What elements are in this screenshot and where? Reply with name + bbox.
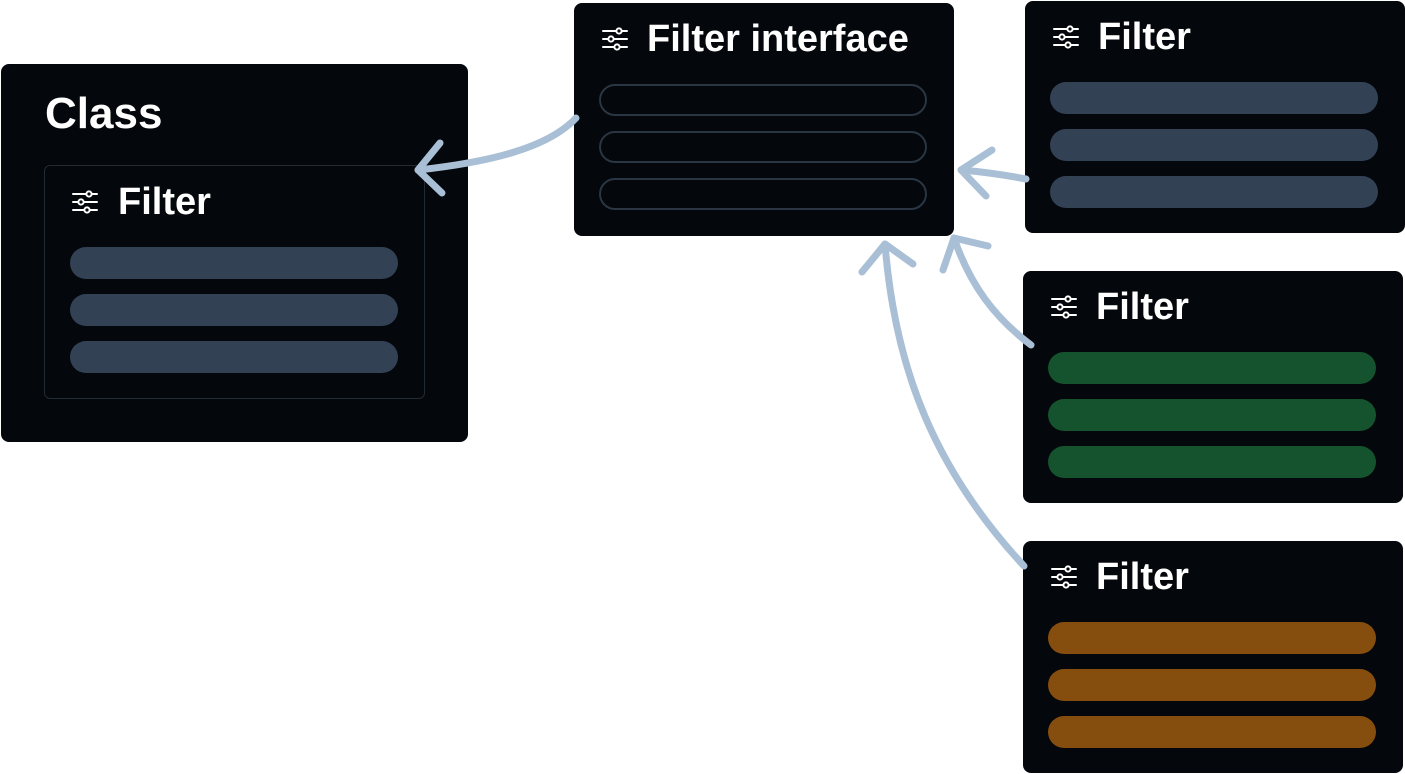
filter-title: Filter <box>1096 556 1189 598</box>
class-filter-bar <box>70 341 398 373</box>
filter-title: Filter <box>1096 286 1189 328</box>
class-filter-box: Filter <box>44 165 425 399</box>
interface-outline-bar <box>599 84 927 116</box>
filter-bar <box>1050 82 1378 114</box>
arrow-green-to-interface <box>939 234 1035 349</box>
filter-interface-box: Filter interface <box>574 3 954 236</box>
filter-box-slate: Filter <box>1025 1 1405 233</box>
class-filter-bar <box>70 294 398 326</box>
class-title: Class <box>45 89 163 138</box>
filter-bar <box>1048 399 1376 431</box>
sliders-icon <box>1051 565 1077 589</box>
arrow-interface-to-class <box>414 114 580 197</box>
filter-bar <box>1048 669 1376 701</box>
filter-bar <box>1048 446 1376 478</box>
arrow-slate-to-interface <box>957 146 1030 200</box>
filter-box-amber: Filter <box>1023 541 1403 773</box>
sliders-icon <box>1053 25 1079 49</box>
filter-bar <box>1048 716 1376 748</box>
filter-bar <box>1050 176 1378 208</box>
interface-outline-bar <box>599 131 927 163</box>
filter-box-green: Filter <box>1023 271 1403 503</box>
interface-outline-bar <box>599 178 927 210</box>
class-filter-title: Filter <box>118 181 211 223</box>
filter-title: Filter <box>1098 16 1191 58</box>
sliders-icon <box>72 190 98 214</box>
class-box: Class Filter <box>1 64 468 442</box>
filter-bar <box>1048 352 1376 384</box>
filter-bar <box>1048 622 1376 654</box>
arrow-amber-to-interface <box>858 240 1028 570</box>
filter-interface-title: Filter interface <box>647 18 909 60</box>
sliders-icon <box>602 27 628 51</box>
class-filter-bar <box>70 247 398 279</box>
filter-bar <box>1050 129 1378 161</box>
sliders-icon <box>1051 295 1077 319</box>
